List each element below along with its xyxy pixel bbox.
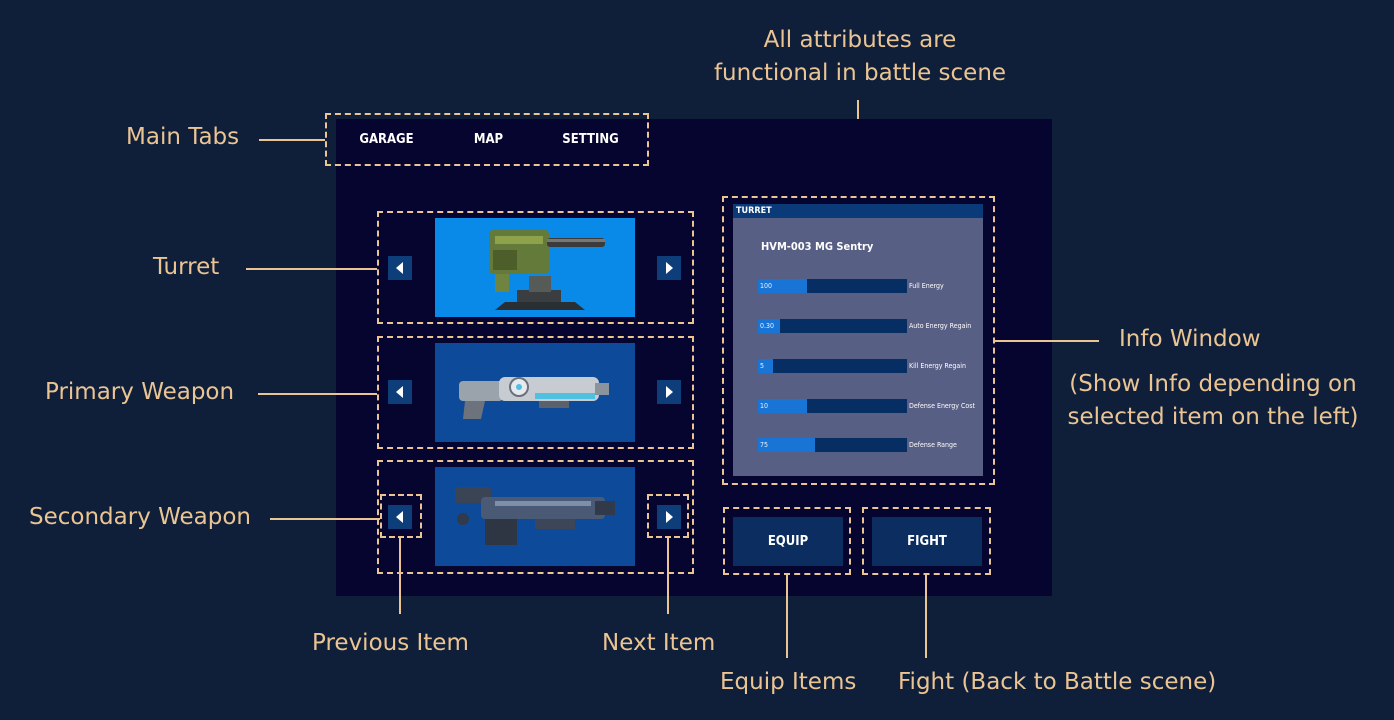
stat-bar: 75 <box>758 438 907 452</box>
tab-map[interactable]: MAP <box>473 131 504 147</box>
primary-prev-button[interactable] <box>388 380 412 404</box>
stat-bar-fill <box>758 279 808 293</box>
annotation-info-desc: (Show Info depending on selected item on… <box>1058 368 1368 434</box>
stat-bar: 0.30 <box>758 319 907 333</box>
stat-label: Defense Range <box>909 441 957 449</box>
turret-next-button[interactable] <box>657 256 681 280</box>
annotation-attributes-line2: functional in battle scene <box>713 60 1007 86</box>
equip-leader-line <box>786 575 788 658</box>
stat-value: 0.30 <box>760 322 775 330</box>
stat-bar-fill <box>758 399 808 413</box>
next-button-highlight <box>647 494 689 538</box>
annotation-primary-weapon: Primary Weapon <box>45 379 235 405</box>
annotation-info-window: Info Window <box>1119 326 1261 352</box>
stat-value: 100 <box>760 282 773 290</box>
prev-button-highlight <box>380 494 422 538</box>
tab-garage[interactable]: GARAGE <box>359 131 414 147</box>
stat-value: 5 <box>760 362 765 370</box>
triangle-right-icon <box>666 511 673 523</box>
triangle-left-icon <box>396 262 403 274</box>
turret-leader-line <box>246 268 377 270</box>
turret-slot-highlight <box>377 211 694 324</box>
info-window <box>733 204 983 476</box>
triangle-left-icon <box>396 386 403 398</box>
tab-setting[interactable]: SETTING <box>562 131 619 147</box>
plasma-rifle-image <box>459 377 609 419</box>
annotation-turret: Turret <box>153 254 220 280</box>
triangle-right-icon <box>666 262 673 274</box>
secondary-next-button[interactable] <box>657 505 681 529</box>
annotation-info-desc-line1: (Show Info depending on <box>1069 371 1357 397</box>
primary-slot-image <box>435 343 635 442</box>
stat-bar-fill <box>758 438 815 452</box>
item-name: HVM-003 MG Sentry <box>761 240 874 253</box>
info-window-highlight <box>722 196 995 485</box>
next-item-leader-line <box>667 538 669 614</box>
stat-bar-fill <box>758 319 781 333</box>
triangle-right-icon <box>666 386 673 398</box>
turret-prev-button[interactable] <box>388 256 412 280</box>
annotation-secondary-weapon: Secondary Weapon <box>29 504 252 530</box>
turret-slot-image <box>435 218 635 317</box>
annotation-fight: Fight (Back to Battle scene) <box>898 669 1217 695</box>
stat-bar: 100 <box>758 279 907 293</box>
triangle-left-icon <box>396 511 403 523</box>
equip-button[interactable]: EQUIP <box>733 517 843 566</box>
info-window-leader-line <box>995 340 1099 342</box>
info-window-header: TURRET <box>733 204 983 218</box>
main-tabs-leader-line <box>259 139 325 141</box>
secondary-leader-line <box>270 518 380 520</box>
stat-label: Auto Energy Regain <box>909 322 972 330</box>
equip-button-highlight <box>723 507 851 575</box>
primary-next-button[interactable] <box>657 380 681 404</box>
stat-label: Defense Energy Cost <box>909 402 976 410</box>
annotation-equip-items: Equip Items <box>720 669 857 695</box>
prev-item-leader-line <box>399 538 401 614</box>
annotation-next-item: Next Item <box>602 630 716 656</box>
secondary-prev-button[interactable] <box>388 505 412 529</box>
main-tabs-highlight <box>325 113 649 166</box>
annotation-previous-item: Previous Item <box>312 630 469 656</box>
mg-sentry-turret-image <box>489 230 605 310</box>
annotation-info-desc-line2: selected item on the left) <box>1067 404 1359 430</box>
primary-leader-line <box>258 393 377 395</box>
stat-label: Full Energy <box>909 282 944 290</box>
secondary-slot-image <box>435 467 635 566</box>
stat-bar: 5 <box>758 359 907 373</box>
stat-bar: 10 <box>758 399 907 413</box>
annotation-attributes: All attributes are functional in battle … <box>700 24 1020 90</box>
annotation-attributes-line1: All attributes are <box>763 27 957 53</box>
stat-label: Kill Energy Regain <box>909 362 966 370</box>
stat-value: 10 <box>760 402 769 410</box>
fight-button[interactable]: FIGHT <box>872 517 982 566</box>
heavy-cannon-image <box>455 487 615 545</box>
stat-value: 75 <box>760 441 769 449</box>
fight-button-highlight <box>862 507 991 575</box>
fight-leader-line <box>925 575 927 658</box>
secondary-slot-highlight <box>377 460 694 574</box>
primary-slot-highlight <box>377 336 694 449</box>
annotation-main-tabs: Main Tabs <box>126 124 240 150</box>
stat-bar-fill <box>758 359 773 373</box>
